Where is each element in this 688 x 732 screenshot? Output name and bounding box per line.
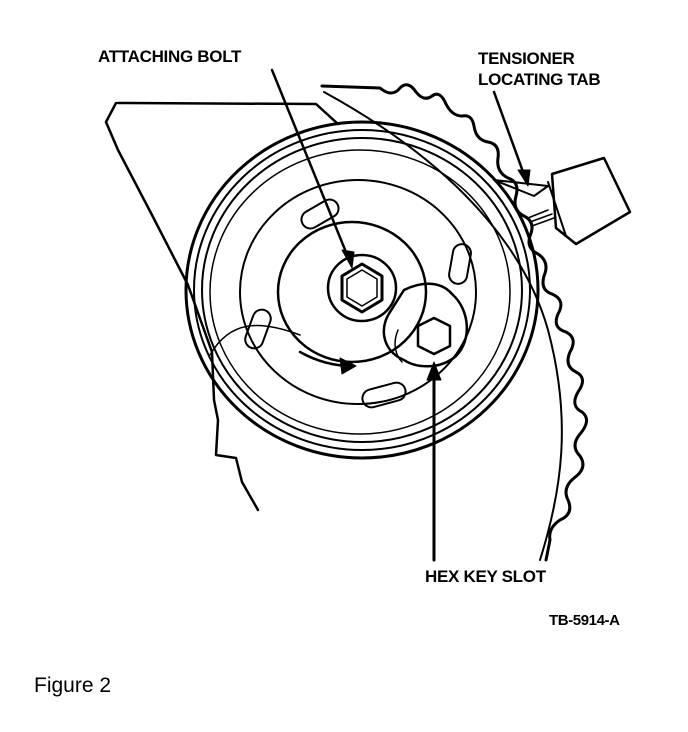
pulley-outer-ring: [184, 120, 540, 460]
pulley-slot-right: [448, 243, 472, 285]
pulley-ring-3: [201, 137, 523, 443]
engine-housing-left-edge: [104, 101, 260, 512]
eccentric-arm-detail: [394, 329, 403, 363]
hex-key-slot-hex: [416, 316, 452, 356]
rotation-arrow-head: [339, 357, 357, 375]
hub-washer: [326, 253, 398, 323]
tensioner-locating-tab-label: TENSIONER LOCATING TAB: [478, 48, 601, 90]
tensioner-leader-head: [517, 169, 531, 187]
tensioner-label-line1: TENSIONER: [478, 49, 575, 68]
housing-lower-contour: [209, 324, 301, 356]
pulley-inner-flange: [239, 179, 477, 405]
tensioner-tab-bracket: [550, 156, 632, 246]
attaching-bolt-leader-head: [341, 249, 355, 269]
timing-belt: [320, 83, 588, 562]
pulley-slot-top: [300, 198, 340, 230]
tensioner-leader: [492, 90, 528, 182]
hex-key-slot-leader-head: [426, 361, 442, 381]
tensioner-tab-spring: [527, 209, 555, 227]
pulley-hub: [276, 220, 428, 364]
pulley-ring-4: [209, 149, 511, 435]
eccentric-arm: [382, 282, 469, 368]
tensioner-label-line2: LOCATING TAB: [478, 70, 601, 89]
figure-code: TB-5914-A: [549, 612, 620, 629]
pulley-slot-bottom: [361, 381, 407, 409]
timing-belt-inner-edge: [323, 91, 563, 561]
hex-key-slot-label: HEX KEY SLOT: [425, 567, 546, 586]
attaching-bolt-hex-inner: [346, 269, 378, 307]
attaching-bolt-label: ATTACHING BOLT: [98, 47, 242, 66]
pulley-ring-2: [193, 129, 531, 451]
figure-caption: Figure 2: [34, 674, 112, 697]
attaching-bolt-hex: [340, 262, 384, 314]
engine-housing-outline: [116, 101, 340, 126]
pulley-slot-left: [244, 308, 272, 350]
tensioner-tab: [493, 179, 549, 197]
tensioner-tab-bracket-inner: [547, 181, 567, 237]
attaching-bolt-leader: [270, 68, 352, 264]
